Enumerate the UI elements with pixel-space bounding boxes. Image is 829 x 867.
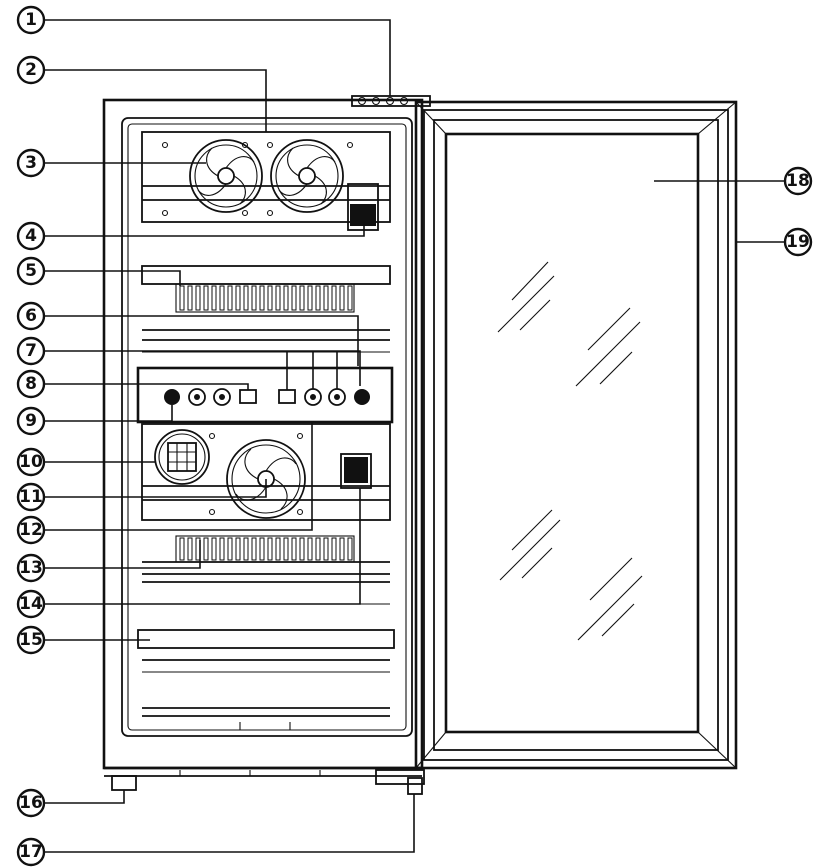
heat-sink-fin [339,285,345,311]
svg-text:15: 15 [19,630,43,650]
heat-sink-fin [307,285,313,311]
svg-text:18: 18 [786,171,810,191]
heat-sink-fin [315,285,321,311]
callout-3: 3 [16,148,46,178]
shelf-rails-upper [142,329,390,353]
heat-sink-fin [331,537,337,561]
svg-text:16: 16 [19,793,43,813]
svg-text:8: 8 [25,374,37,394]
svg-text:10: 10 [19,452,43,472]
heat-sink-fin [323,285,329,311]
callout-8: 8 [16,369,46,399]
heat-sink-fin [299,537,305,561]
heat-sink-fin [211,537,217,561]
heat-sink-fin [283,285,289,311]
heat-sink-fin [259,537,265,561]
heat-sink-fin [203,285,209,311]
heat-sink-fin [195,285,201,311]
svg-text:1: 1 [25,10,37,30]
heat-sink-fin [267,285,273,311]
heat-sink-fin [291,537,297,561]
heat-sink-fin [219,537,225,561]
heat-sink-fin [251,537,257,561]
svg-text:14: 14 [19,594,43,614]
heat-sink-fin [275,537,281,561]
callout-6: 6 [16,301,46,331]
heat-sink-fin [331,285,337,311]
heat-sink-fin [219,285,225,311]
callout-12: 12 [16,515,46,545]
heat-sink-fin [235,537,241,561]
heat-sink-fin [291,285,297,311]
heat-sink-fin [283,537,289,561]
svg-text:11: 11 [19,487,43,507]
fan-icon [189,139,263,213]
heat-sink-fin [243,285,249,311]
upper-heat-sink [141,265,391,313]
callout-19: 19 [783,227,813,257]
heat-sink-fin [187,537,193,561]
callout-17: 17 [16,837,46,867]
control-panel [136,366,394,424]
heat-sink-fin [315,537,321,561]
fan-icon [270,139,344,213]
svg-text:12: 12 [19,520,43,540]
heat-sink-fin [243,537,249,561]
heat-sink-fin [347,537,353,561]
lower-module [340,453,372,489]
glass-reflection [497,261,643,641]
heat-sink-fin [347,285,353,311]
callout-16: 16 [16,788,46,818]
svg-text:13: 13 [19,558,43,578]
lower-heat-sink [142,535,390,575]
svg-text:6: 6 [25,306,37,326]
svg-text:19: 19 [786,232,810,252]
callout-1: 1 [16,5,46,35]
heat-sink-fin [187,285,193,311]
heat-sink-fin [227,537,233,561]
callout-5: 5 [16,256,46,286]
heat-sink-fin [323,537,329,561]
callout-13: 13 [16,553,46,583]
svg-text:2: 2 [25,60,37,80]
leader-lines [44,19,784,853]
callout-2: 2 [16,55,46,85]
heat-sink-fin [275,285,281,311]
callout-10: 10 [16,447,46,477]
heat-sink-fin [227,285,233,311]
callout-14: 14 [16,589,46,619]
heat-sink-fin [179,285,185,311]
callout-7: 7 [16,336,46,366]
foot-left [111,775,137,791]
heat-sink-fin [235,285,241,311]
svg-text:9: 9 [25,411,37,431]
cabinet [102,98,424,777]
hinge-foot-right [375,769,425,795]
heat-sink-fin [307,537,313,561]
glass-door [414,100,738,770]
callout-18: 18 [783,166,813,196]
heat-sink-fin [299,285,305,311]
fan-icon [226,439,306,519]
heat-sink-fin [203,537,209,561]
callout-15: 15 [16,625,46,655]
heat-sink-fin [179,537,185,561]
heat-sink-fin [267,537,273,561]
heat-sink-fin [259,285,265,311]
callout-9: 9 [16,406,46,436]
heat-sink-fin [339,537,345,561]
top-module [347,183,379,231]
callout-4: 4 [16,221,46,251]
heat-sink-fin [211,285,217,311]
callout-11: 11 [16,482,46,512]
svg-text:17: 17 [19,842,43,862]
svg-text:3: 3 [25,153,37,173]
svg-text:4: 4 [25,226,37,246]
svg-text:7: 7 [25,341,37,361]
heat-sink-fin [251,285,257,311]
grille-icon [154,429,210,485]
svg-text:5: 5 [25,261,37,281]
